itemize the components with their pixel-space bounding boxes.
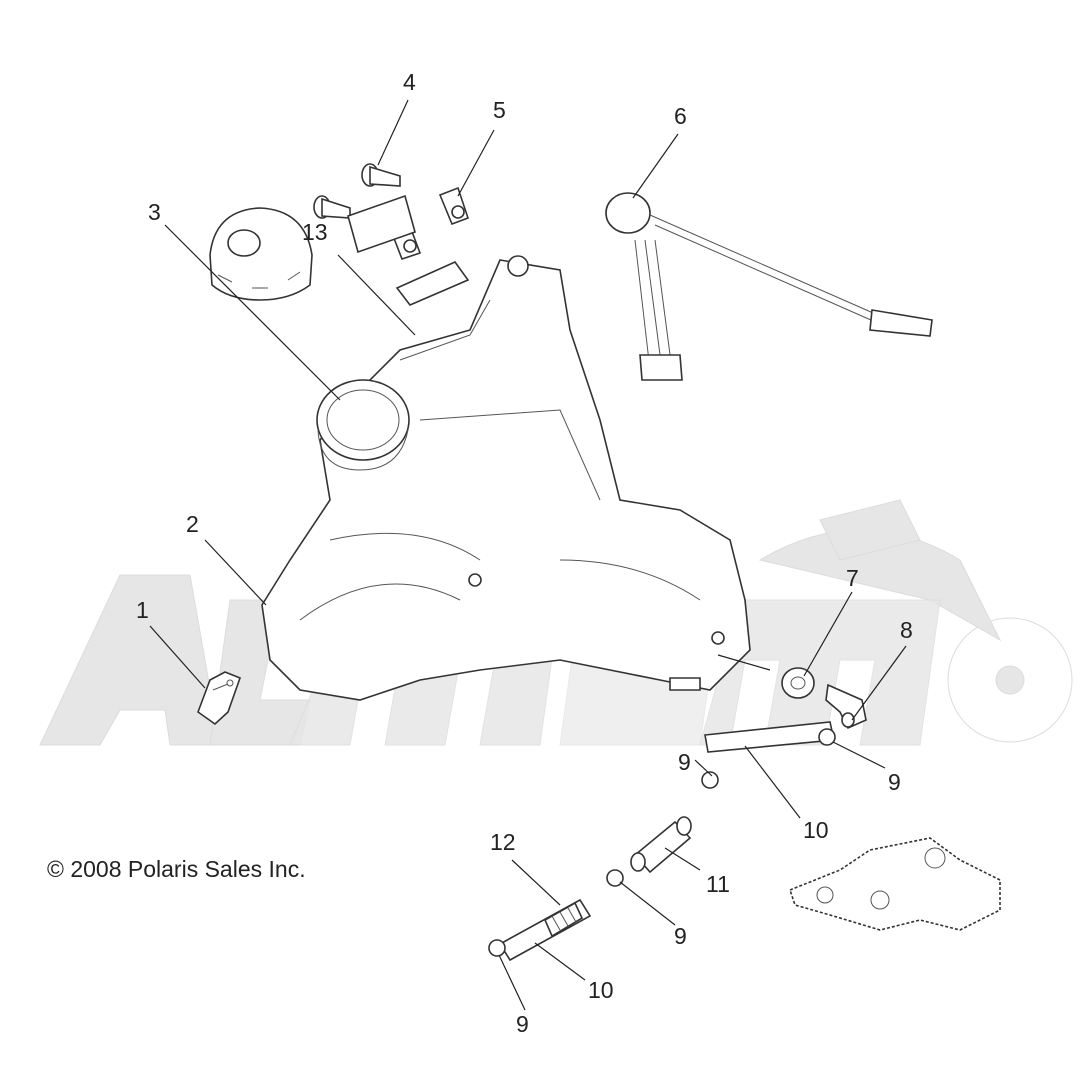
callout-6: 6 bbox=[674, 103, 687, 129]
leader-lines bbox=[149, 99, 907, 1011]
callout-2: 2 bbox=[186, 511, 199, 537]
callout-12: 12 bbox=[490, 829, 516, 855]
callout-3: 3 bbox=[148, 199, 161, 225]
part-13-decal bbox=[347, 194, 416, 254]
callout-1: 1 bbox=[136, 597, 149, 623]
part-12-sleeve bbox=[543, 901, 584, 938]
callout-9-c: 9 bbox=[674, 923, 687, 949]
callout-9-a: 9 bbox=[678, 749, 691, 775]
part-1-clip bbox=[197, 671, 242, 726]
callout-4: 4 bbox=[403, 69, 416, 95]
part-3-gas-cap bbox=[209, 207, 313, 301]
callout-7: 7 bbox=[846, 565, 859, 591]
motorcycle-watermark-icon bbox=[758, 499, 1073, 743]
callout-13: 13 bbox=[302, 219, 328, 245]
callout-9-b: 9 bbox=[888, 769, 901, 795]
callout-numbers: 1 2 3 4 5 6 7 8 9 9 9 9 10 10 11 12 13 bbox=[136, 69, 913, 1037]
callout-10-b: 10 bbox=[588, 977, 614, 1003]
part-2-fuel-tank bbox=[261, 255, 751, 701]
part-11-fuel-filter bbox=[630, 816, 692, 874]
callout-8: 8 bbox=[900, 617, 913, 643]
callout-11: 11 bbox=[706, 871, 730, 897]
callout-5: 5 bbox=[493, 97, 506, 123]
callout-10-a: 10 bbox=[803, 817, 829, 843]
copyright-notice: © 2008 Polaris Sales Inc. bbox=[47, 856, 306, 882]
part-7-grommet bbox=[781, 667, 815, 699]
inset-bracket bbox=[789, 837, 1001, 931]
part-6-fuel-sender bbox=[605, 192, 933, 381]
part-8-fitting bbox=[825, 683, 867, 730]
callout-9-d: 9 bbox=[516, 1011, 529, 1037]
part-4-bolts bbox=[313, 163, 401, 219]
part-9-clamps bbox=[488, 728, 836, 957]
